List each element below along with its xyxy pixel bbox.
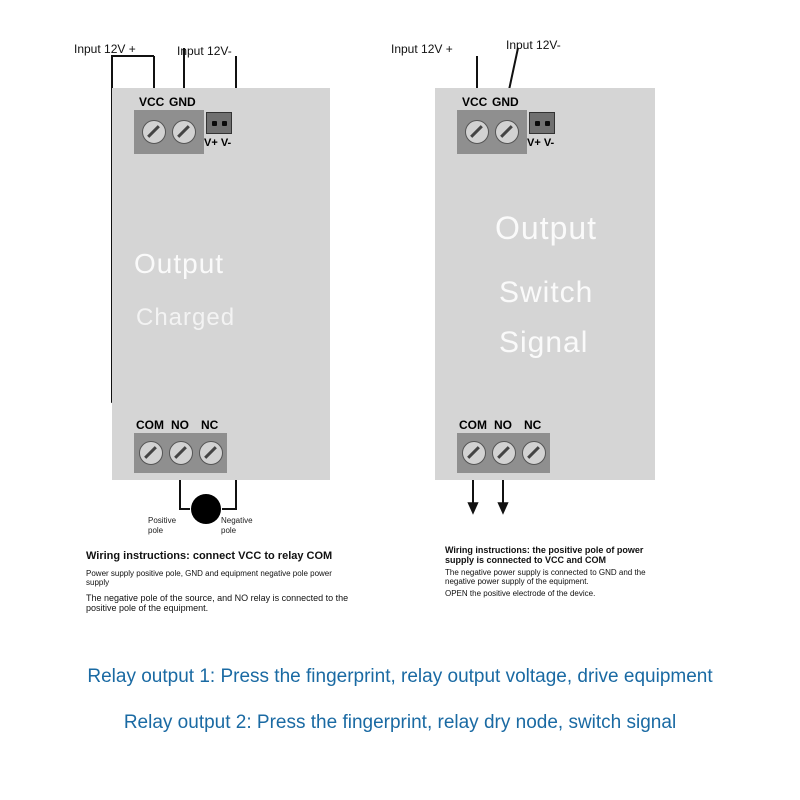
left-vcc-label: VCC (139, 95, 165, 109)
negative-pole-label: Negative pole (221, 516, 253, 535)
left-no-label: NO (171, 418, 189, 432)
left-input-positive-label: Input 12V + (74, 42, 136, 56)
left-nc-label: NC (201, 418, 219, 432)
left-wiring-instructions: Wiring instructions: connect VCC to rela… (86, 550, 386, 613)
right-com-label: COM (459, 418, 487, 432)
right-bottom-terminal-block (457, 433, 550, 473)
left-gnd-label: GND (169, 95, 196, 109)
relay-output-1-caption: Relay output 1: Press the fingerprint, r… (87, 666, 713, 687)
screw-terminal-vcc (142, 120, 166, 144)
right-gnd-label: GND (492, 95, 519, 109)
left-wiring-note-2: The negative pole of the source, and NO … (86, 593, 349, 613)
left-relay-module: VCC GND V+ V- Output Charged COM NO NC (112, 88, 330, 480)
screw-terminal-com (461, 441, 486, 465)
right-relay-module: VCC GND V+ V- Output Switch Signal COM N… (435, 88, 655, 480)
screw-terminal-no (491, 441, 516, 465)
right-wiring-instructions: Wiring instructions: the positive pole o… (445, 545, 660, 598)
right-input-negative-label: Input 12V- (506, 38, 561, 52)
screw-terminal-nc (198, 441, 223, 465)
right-wiring-note-2: OPEN the positive electrode of the devic… (445, 589, 596, 598)
right-vplus-vminus-connector (529, 112, 555, 134)
connector-pin (534, 120, 540, 126)
right-nc-label: NC (524, 418, 542, 432)
connector-pin (211, 120, 217, 126)
left-input-negative-label: Input 12V- (177, 44, 232, 58)
left-wiring-title: Wiring instructions: connect VCC to rela… (86, 550, 333, 562)
left-wiring-note-1: Power supply positive pole, GND and equi… (86, 569, 332, 587)
right-body-text-switch: Switch (499, 276, 594, 309)
screw-terminal-com (138, 441, 163, 465)
screw-terminal-gnd (495, 120, 519, 144)
screw-terminal-gnd (172, 120, 196, 144)
right-wiring-note-1: The negative power supply is connected t… (445, 568, 646, 586)
left-bottom-terminal-block (134, 433, 227, 473)
left-body-text-charged: Charged (136, 304, 236, 331)
left-com-label: COM (136, 418, 164, 432)
right-vcc-label: VCC (462, 95, 488, 109)
right-wiring-title: Wiring instructions: the positive pole o… (445, 545, 644, 565)
left-connector-label: V+ V- (204, 137, 232, 149)
right-body-text-signal: Signal (499, 326, 589, 359)
right-body-text-output: Output (495, 210, 598, 246)
screw-terminal-no (168, 441, 193, 465)
connector-pin (221, 120, 227, 126)
right-connector-label: V+ V- (527, 137, 555, 149)
left-vplus-vminus-connector (206, 112, 232, 134)
device-terminal-circle (191, 494, 221, 524)
left-body-text-output: Output (134, 248, 225, 279)
left-top-terminal-block (134, 110, 204, 154)
connector-pin (544, 120, 550, 126)
right-no-label: NO (494, 418, 512, 432)
screw-terminal-vcc (465, 120, 489, 144)
relay-output-2-caption: Relay output 2: Press the fingerprint, r… (123, 712, 677, 733)
screw-terminal-nc (521, 441, 546, 465)
right-input-positive-label: Input 12V + (391, 42, 453, 56)
positive-pole-label: Positive pole (148, 516, 177, 535)
right-top-terminal-block (457, 110, 527, 154)
